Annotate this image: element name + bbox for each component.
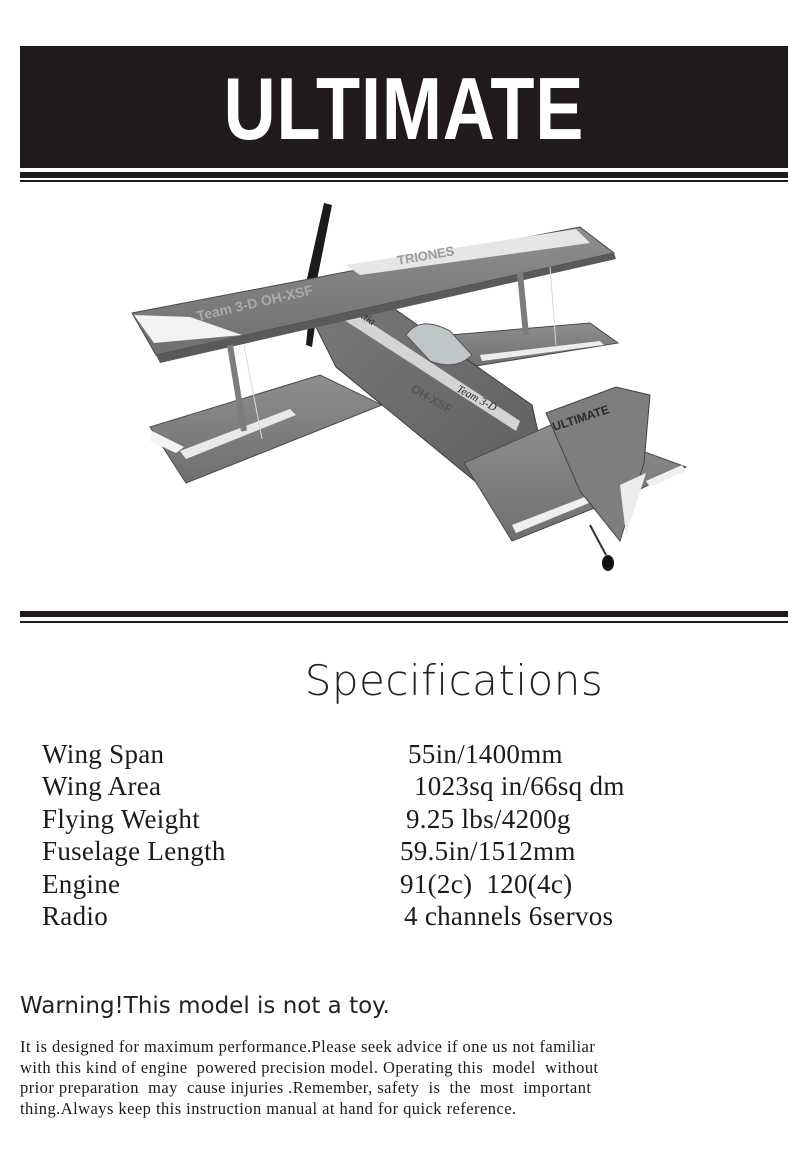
spec-value: 59.5in/1512mm [400,836,576,867]
spec-row: Radio 4 channels 6servos [42,900,682,932]
warning-body: It is designed for maximum performance.P… [20,1037,710,1119]
spec-divider-thick [20,611,788,617]
warning-line: prior preparation may cause injuries .Re… [20,1078,592,1097]
warning-title: Warning!This model is not a toy. [20,993,390,1019]
title-banner: ULTIMATE [20,46,788,168]
spec-row: Wing Span 55in/1400mm [42,738,682,770]
tail-wheel [589,524,614,571]
warning-line: with this kind of engine powered precisi… [20,1057,599,1077]
warning-line: thing.Always keep this instruction manua… [20,1098,517,1118]
spec-row: Engine 91(2c) 120(4c) [42,868,682,900]
spec-value: 1023sq in/66sq dm [414,771,625,802]
spec-value: 4 channels 6servos [404,900,614,931]
flying-wires [243,266,557,440]
spec-label: Wing Area [42,771,162,802]
lower-right-wing [449,322,620,368]
spec-label: Flying Weight [42,803,200,834]
specifications-heading: Specifications [304,656,604,705]
spec-value: 91(2c) 120(4c) [400,868,573,899]
vertical-fin: ULTIMATE [545,386,651,543]
header-divider-thin [20,180,788,182]
spec-list: Wing Span 55in/1400mm Wing Area 1023sq i… [42,738,682,932]
spec-value: 55in/1400mm [408,739,563,769]
biplane-photo: Pattia Team 3-D OH-XSF Team 3-D OH-XSF T… [131,203,688,571]
spec-row: Flying Weight 9.25 lbs/4200g [42,803,682,835]
spec-row: Wing Area 1023sq in/66sq dm [42,770,682,802]
spec-label: Fuselage Length [42,836,226,867]
warning-line: It is designed for maximum performance.P… [20,1037,596,1056]
wing-struts [227,272,529,432]
page-title: ULTIMATE [223,59,585,158]
lower-left-wing [149,374,384,484]
spec-divider-thin [20,621,788,623]
spec-label: Wing Span [42,739,165,769]
spec-label: Radio [42,900,108,931]
header-divider-thick [20,172,788,178]
spec-label: Engine [42,868,121,899]
spec-row: Fuselage Length 59.5in/1512mm [42,835,682,867]
spec-value: 9.25 lbs/4200g [406,803,571,834]
